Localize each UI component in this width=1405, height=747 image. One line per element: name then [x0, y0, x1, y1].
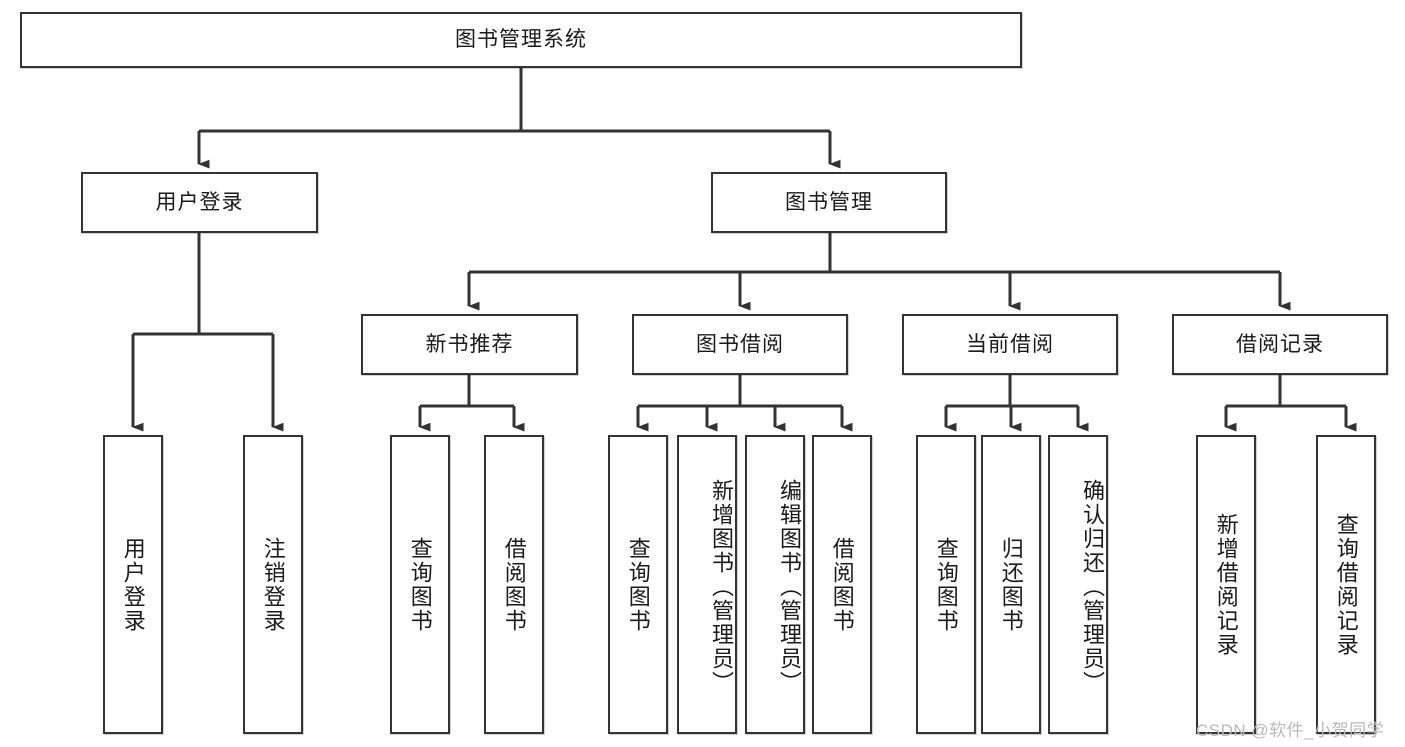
- node-leaf-confirm-return-admin[interactable]: 确认归还（管理员）: [1048, 435, 1108, 734]
- node-leaf-add-borrow-record[interactable]: 新增借阅记录: [1196, 435, 1256, 734]
- node-borrow-record[interactable]: 借阅记录: [1172, 314, 1388, 375]
- node-root-system[interactable]: 图书管理系统: [20, 12, 1022, 68]
- node-leaf-query-book-current[interactable]: 查询图书: [916, 435, 976, 734]
- node-new-book-recommend[interactable]: 新书推荐: [361, 314, 578, 375]
- node-book-manage[interactable]: 图书管理: [711, 172, 947, 233]
- node-leaf-borrow-book-newbook[interactable]: 借阅图书: [484, 435, 544, 734]
- node-user-login[interactable]: 用户登录: [81, 172, 318, 233]
- node-leaf-borrow-book-borrow[interactable]: 借阅图书: [812, 435, 872, 734]
- node-leaf-query-book-borrow[interactable]: 查询图书: [608, 435, 668, 734]
- node-leaf-return-book[interactable]: 归还图书: [981, 435, 1041, 734]
- node-leaf-add-book-admin[interactable]: 新增图书（管理员）: [677, 435, 737, 734]
- node-leaf-user-login[interactable]: 用户登录: [103, 435, 163, 734]
- node-leaf-user-logout[interactable]: 注销登录: [243, 435, 303, 734]
- node-book-borrow[interactable]: 图书借阅: [632, 314, 848, 375]
- csdn-watermark: CSDN @软件_小贺同学: [1196, 721, 1385, 740]
- node-leaf-query-borrow-record[interactable]: 查询借阅记录: [1316, 435, 1376, 734]
- node-current-borrow[interactable]: 当前借阅: [902, 314, 1118, 375]
- node-leaf-edit-book-admin[interactable]: 编辑图书（管理员）: [745, 435, 805, 734]
- node-leaf-query-book-newbook[interactable]: 查询图书: [390, 435, 450, 734]
